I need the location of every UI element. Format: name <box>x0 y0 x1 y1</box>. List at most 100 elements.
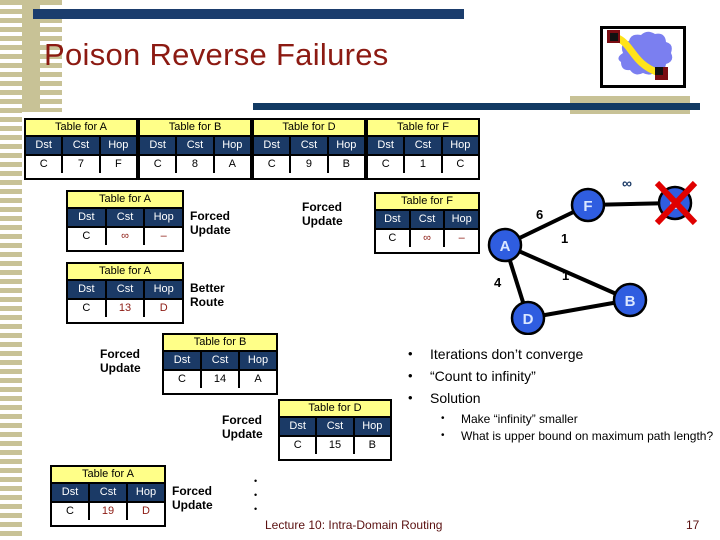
forced-update-line1: Forced <box>302 200 343 214</box>
edge-a-b <box>504 243 631 302</box>
table-header-row: Dst Cst Hop <box>52 484 164 503</box>
col-dst: Dst <box>52 484 90 501</box>
col-cst: Cst <box>291 137 329 154</box>
col-cst: Cst <box>177 137 215 154</box>
col-hop: Hop <box>328 137 364 154</box>
cell-hop: A <box>240 371 276 388</box>
table-caption: Table for F <box>368 120 478 137</box>
table-row: C 14 A <box>164 371 276 388</box>
table-caption: Table for A <box>68 192 182 209</box>
bullet-marker: • <box>441 430 445 441</box>
cell-hop: C <box>442 156 478 173</box>
footer-page-number: 17 <box>686 518 700 532</box>
better-route-line1: Better <box>190 281 225 295</box>
sub-bullet-text: What is upper bound on maximum path leng… <box>461 429 714 443</box>
cell-dst: C <box>52 503 90 520</box>
top-accent-bar <box>33 9 464 19</box>
left-stripe-decoration <box>0 0 22 540</box>
node-d[interactable] <box>510 300 546 336</box>
table-for-b-14: Table for B Dst Cst Hop C 14 A <box>162 333 278 395</box>
cell-cst: 14 <box>202 371 240 388</box>
col-hop: Hop <box>145 209 183 226</box>
table-row: C 1 C <box>368 156 478 173</box>
forced-update-line2: Update <box>190 223 231 237</box>
col-hop: Hop <box>214 137 250 154</box>
table-caption: Table for F <box>376 194 478 211</box>
forced-update-label-5: Forced Update <box>172 484 213 512</box>
edge-cost-a-b: 1 <box>561 231 568 246</box>
forced-update-label-3: Forced Update <box>100 347 141 375</box>
node-b[interactable] <box>612 282 648 318</box>
sub-bullet-item: • What is upper bound on maximum path le… <box>441 428 715 444</box>
node-f[interactable] <box>570 187 606 223</box>
table-header-row: Dst Cst Hop <box>164 352 276 371</box>
edge-cost-d-b: 1 <box>562 268 569 283</box>
forced-update-line2: Update <box>302 214 343 228</box>
col-cst: Cst <box>410 211 446 228</box>
edge-cost-a-d: 4 <box>494 275 502 290</box>
table-row: C ∞ – <box>376 230 479 247</box>
col-dst: Dst <box>140 137 178 154</box>
title-underline-bar <box>253 103 700 110</box>
col-hop: Hop <box>100 137 136 154</box>
stray-bullet-2: • <box>254 490 258 500</box>
cell-cst: ∞ <box>410 230 446 247</box>
cell-hop: A <box>214 156 250 173</box>
table-header-row: Dst Cst Hop <box>280 418 390 437</box>
table-header-row: Dst Cst Hop <box>376 211 479 230</box>
bullet-item: • Solution <box>405 389 715 407</box>
col-cst: Cst <box>106 281 146 298</box>
table-row: C 15 B <box>280 437 390 454</box>
bullet-marker: • <box>408 346 413 361</box>
stray-bullet-1: • <box>254 476 258 486</box>
cell-cst: 7 <box>63 156 101 173</box>
cloud-icon <box>607 30 673 80</box>
page-title: Poison Reverse Failures <box>44 37 389 72</box>
col-cst: Cst <box>405 137 443 154</box>
col-hop: Hop <box>240 352 276 369</box>
col-hop: Hop <box>128 484 164 501</box>
table-for-a-13: Table for A Dst Cst Hop C 13 D <box>66 262 184 324</box>
cell-dst: C <box>68 228 107 245</box>
table-for-d-15: Table for D Dst Cst Hop C 15 B <box>278 399 392 461</box>
table-row: C 19 D <box>52 503 164 520</box>
failure-cross-icon <box>654 180 698 226</box>
table-row: C 9 B <box>254 156 364 173</box>
col-dst: Dst <box>68 209 107 226</box>
table-caption: Table for D <box>254 120 364 137</box>
col-dst: Dst <box>26 137 64 154</box>
cell-hop: D <box>145 300 183 317</box>
table-caption: Table for A <box>68 264 182 281</box>
table-for-f-top: Table for F Dst Cst Hop C 1 C <box>366 118 480 180</box>
edge-d-b <box>527 298 631 320</box>
forced-update-line1: Forced <box>190 209 231 223</box>
cell-dst: C <box>140 156 178 173</box>
node-a[interactable] <box>487 227 523 263</box>
left-stripe-decoration-2 <box>40 0 62 112</box>
table-for-a-top: Table for A Dst Cst Hop C 7 F <box>24 118 138 180</box>
col-hop: Hop <box>442 137 478 154</box>
table-caption: Table for A <box>26 120 136 137</box>
node-d-label: D <box>523 311 534 328</box>
table-header-row: Dst Cst Hop <box>26 137 136 156</box>
table-row: C 8 A <box>140 156 250 173</box>
top-tables-strip: Table for A Dst Cst Hop C 7 F Table for … <box>24 118 480 180</box>
col-cst: Cst <box>317 418 355 435</box>
node-a-label: A <box>500 238 511 255</box>
footer-lecture-title: Lecture 10: Intra-Domain Routing <box>265 518 443 532</box>
table-row: C 7 F <box>26 156 136 173</box>
table-for-a-19: Table for A Dst Cst Hop C 19 D <box>50 465 166 527</box>
col-hop: Hop <box>445 211 479 228</box>
cell-dst: C <box>164 371 202 388</box>
better-route-line2: Route <box>190 295 224 309</box>
table-header-row: Dst Cst Hop <box>368 137 478 156</box>
cell-dst: C <box>368 156 406 173</box>
topology-svg: A D B F C 6 1 4 1 ∞ <box>487 175 698 336</box>
table-row: C 13 D <box>68 300 183 317</box>
cell-dst: C <box>376 230 411 247</box>
table-caption: Table for A <box>52 467 164 484</box>
col-cst: Cst <box>90 484 128 501</box>
forced-update-line2: Update <box>222 427 263 441</box>
cell-dst: C <box>280 437 318 454</box>
